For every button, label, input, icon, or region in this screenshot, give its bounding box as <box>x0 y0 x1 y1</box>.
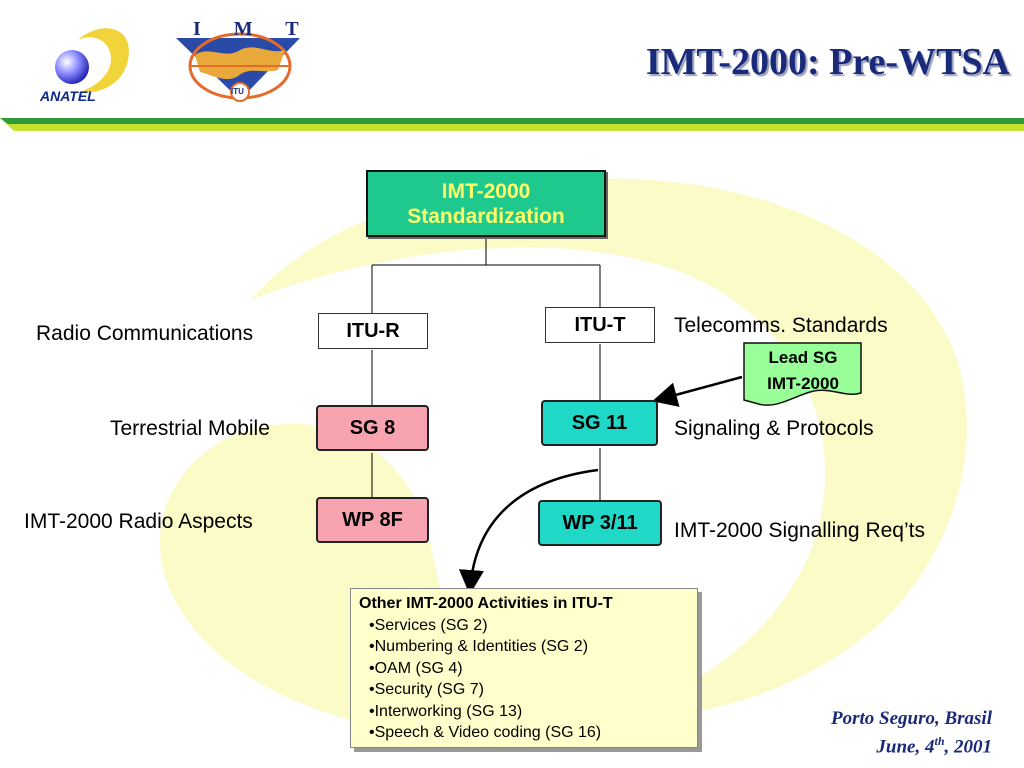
footer-location: Porto Seguro, Brasil <box>830 708 992 729</box>
root-node-line1: IMT-2000 <box>441 179 531 203</box>
wp311-node: WP 3/11 <box>538 500 662 546</box>
sg11-node: SG 11 <box>541 400 658 446</box>
anatel-logo <box>55 28 129 93</box>
lead-arrow <box>652 375 743 407</box>
root-node-line2: Standardization <box>407 204 565 228</box>
footer-date-prefix: June, 4 <box>876 736 935 758</box>
footer-date-sup: th <box>934 734 945 748</box>
itu-logo-text: ITU <box>231 87 244 96</box>
itu-r-node: ITU-R <box>318 313 428 349</box>
list-item: Speech & Video coding (SG 16) <box>369 722 689 744</box>
wp8f-node: WP 8F <box>316 497 429 543</box>
itu-t-node: ITU-T <box>545 307 655 343</box>
list-item: Interworking (SG 13) <box>369 701 689 723</box>
activities-list: Services (SG 2) Numbering & Identities (… <box>359 615 689 744</box>
list-item: OAM (SG 4) <box>369 658 689 680</box>
lead-note-shape <box>743 342 862 406</box>
footer-date-suffix: , 2001 <box>944 736 993 758</box>
activities-box: Other IMT-2000 Activities in ITU-T Servi… <box>350 588 698 748</box>
itu-r-description: Radio Communications <box>36 322 254 345</box>
list-item: Services (SG 2) <box>369 615 689 637</box>
root-node: IMT-2000 Standardization <box>366 170 606 237</box>
list-item: Security (SG 7) <box>369 679 689 701</box>
lead-note: Lead SG IMT-2000 <box>744 345 862 397</box>
activities-arrow <box>458 468 599 595</box>
lead-note-line1: Lead SG <box>768 348 838 367</box>
wp311-description: IMT-2000 Signalling Req’ts <box>674 519 925 542</box>
itu-t-description: Telecomms. Standards <box>674 314 888 337</box>
anatel-logo-text: ANATEL <box>40 88 96 104</box>
sg8-description: Terrestrial Mobile <box>110 417 270 440</box>
lead-note-line2: IMT-2000 <box>767 374 839 393</box>
page-title: IMT-2000: Pre-WTSA <box>645 41 1010 83</box>
sg11-description: Signaling & Protocols <box>674 417 874 440</box>
sg8-node: SG 8 <box>316 405 429 451</box>
footer-date: June, 4th, 2001 <box>876 734 992 758</box>
imt-logo-text: I M T <box>193 18 313 40</box>
list-item: Numbering & Identities (SG 2) <box>369 636 689 658</box>
imt-logo <box>176 32 300 102</box>
wp8f-description: IMT-2000 Radio Aspects <box>24 510 253 533</box>
activities-title: Other IMT-2000 Activities in ITU-T <box>359 595 613 612</box>
connector-lines <box>371 238 601 500</box>
header-bar <box>0 118 1024 131</box>
